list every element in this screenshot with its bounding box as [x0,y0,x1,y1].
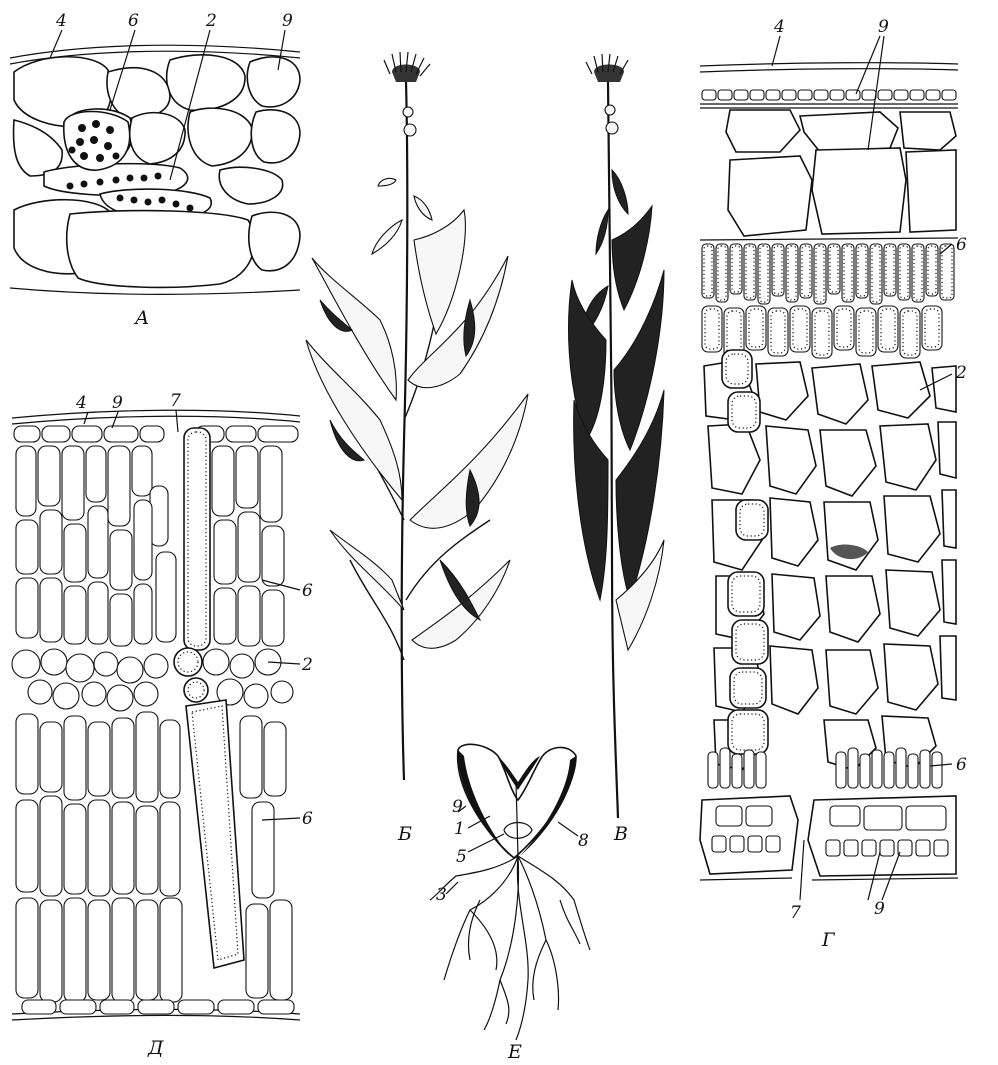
panel-d-label-6b: 6 [302,809,313,829]
panel-g-caption: Г [821,929,836,951]
d-bottom-epidermis [22,1000,294,1014]
d-palisade [16,446,284,646]
panel-d-caption: Д [147,1037,164,1059]
panel-e-label-8: 8 [578,831,589,851]
panel-e-caption: Е [507,1041,522,1063]
panel-d-section [12,410,300,1020]
panel-d-label-9: 9 [112,393,123,413]
d-spongy-row [12,649,293,711]
panel-d-label-2: 2 [301,655,313,675]
panel-g-label-6a: 6 [956,235,967,255]
e-roots [430,856,590,1040]
g-palisade [702,244,954,358]
panel-g-label-2: 2 [955,363,967,383]
panel-g-label-9b: 9 [874,899,885,919]
d-lower-palisade [16,712,292,1002]
panel-a-caption: А [133,307,149,329]
panel-g-label-6b: 6 [956,755,967,775]
panel-v-plant [569,54,664,818]
panel-d-label-4: 4 [75,393,87,413]
panel-g-label-4: 4 [773,17,785,37]
panel-e-label-1: 1 [454,819,465,839]
panel-a-label-4: 4 [55,11,67,31]
panel-e-label-3: 3 [436,885,447,905]
panel-a-label-2: 2 [205,11,217,31]
panel-v-caption: В [613,823,628,845]
panel-g-section [700,36,958,900]
panel-a-label-9: 9 [282,11,293,31]
panel-g-label-7: 7 [790,903,801,923]
panel-b-plant [306,52,528,780]
panel-e-label-5: 5 [456,847,467,867]
panel-a-section [10,30,300,294]
panel-e-seedling [430,744,590,1040]
d-top-epidermis [14,426,298,442]
panel-d-label-7: 7 [170,391,181,411]
panel-e-label-9: 9 [452,797,463,817]
panel-d-label-6a: 6 [302,581,313,601]
panel-b-caption: Б [397,823,412,845]
g-top-epidermis [702,90,956,100]
g-lower-epidermis [700,796,958,880]
panel-g-label-9: 9 [878,17,889,37]
panel-a-label-6: 6 [128,11,139,31]
